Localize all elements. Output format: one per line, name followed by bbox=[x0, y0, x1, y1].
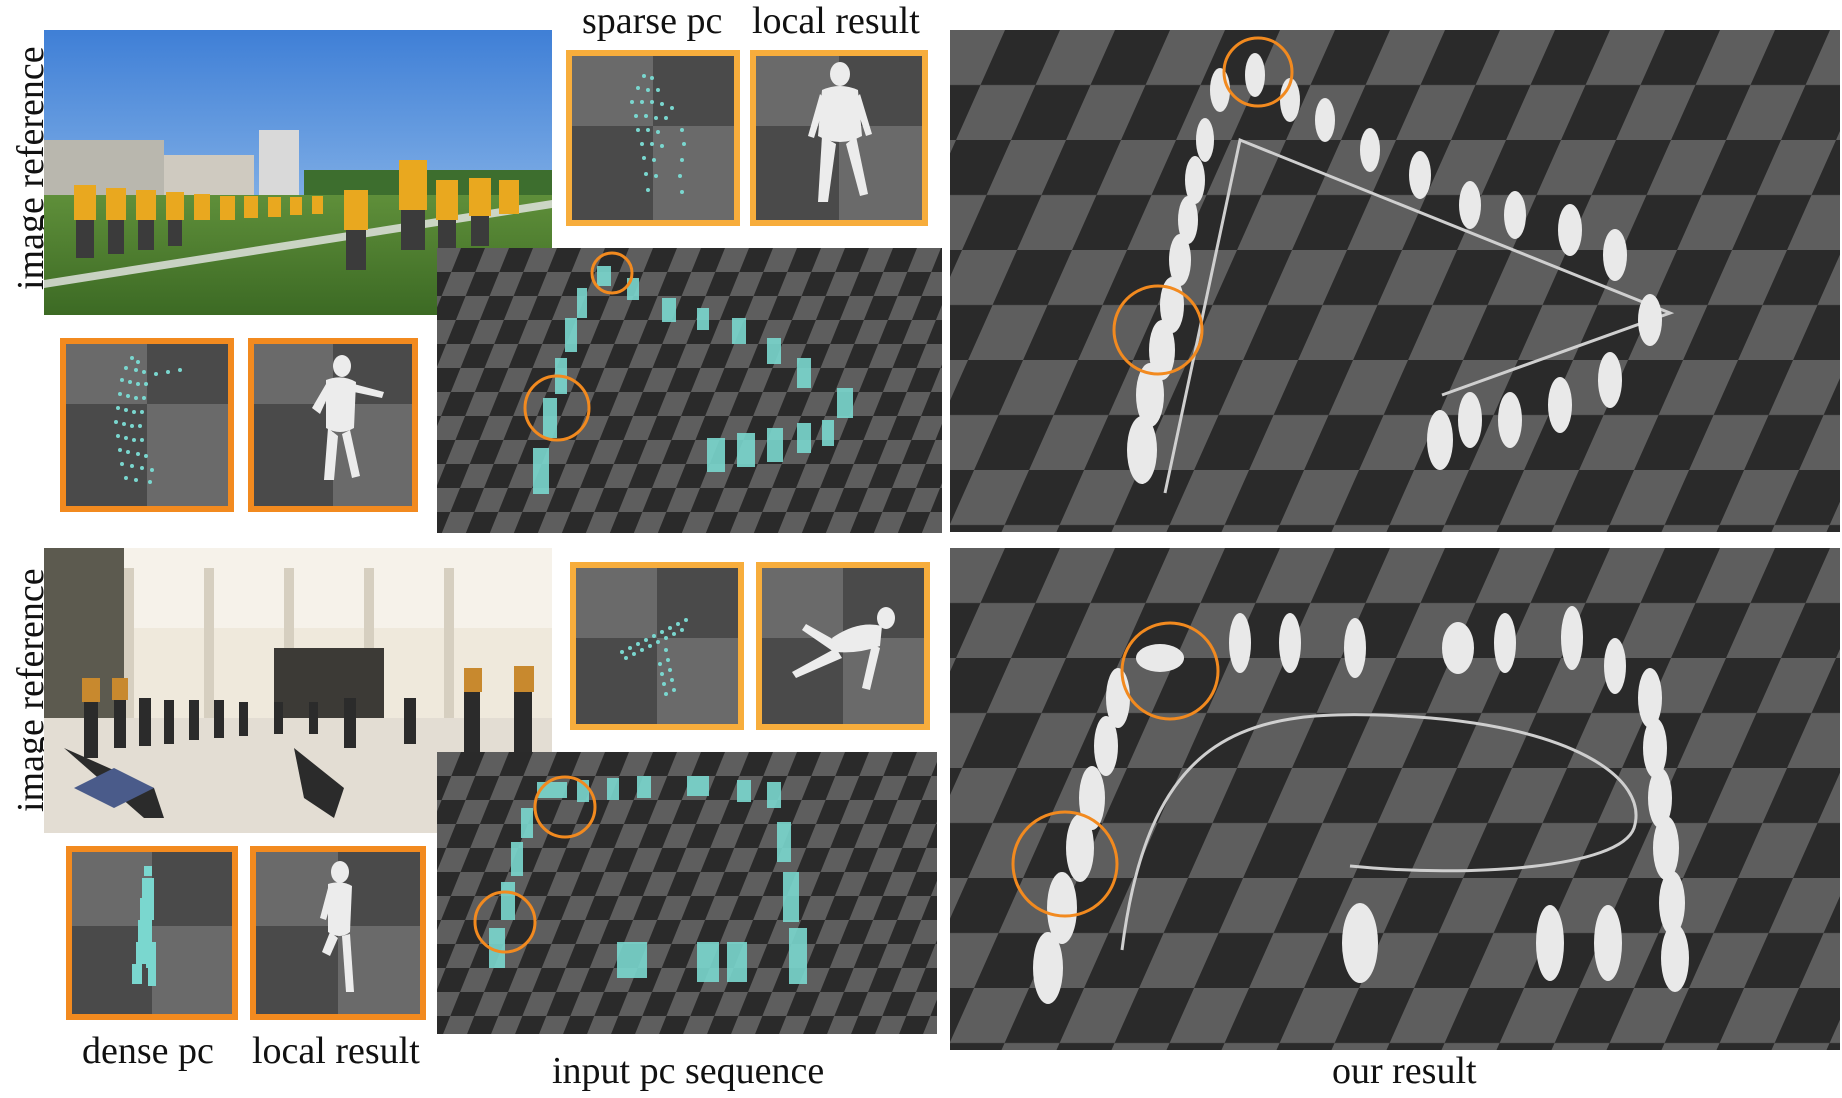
highlight-circle-result-top-a bbox=[1222, 36, 1294, 108]
local-result-label-bottom: local result bbox=[252, 1030, 420, 1072]
body-meshes-top bbox=[1127, 53, 1662, 484]
highlight-circle-pc-bottom-b bbox=[473, 890, 537, 954]
local-result-panel-top bbox=[750, 50, 928, 226]
body-mesh-bottom-left bbox=[320, 861, 354, 992]
dense-pc-panel bbox=[66, 846, 238, 1020]
highlight-circle-result-top-b bbox=[1112, 284, 1204, 376]
trajectory-line-top bbox=[1163, 137, 1675, 494]
local-result-panel-bottom-left bbox=[250, 846, 426, 1020]
body-meshes-bottom bbox=[1033, 606, 1689, 1004]
body-mesh-bottom-middle bbox=[792, 607, 895, 690]
input-pc-sequence-bottom bbox=[437, 752, 937, 1034]
highlight-circle-pc-top-a bbox=[590, 251, 634, 295]
point-cloud-panel-top-left bbox=[60, 338, 234, 512]
image-reference-photo-indoor bbox=[44, 548, 552, 833]
our-result-top bbox=[950, 30, 1840, 532]
dense-pc-label: dense pc bbox=[82, 1030, 214, 1072]
highlight-circle-result-bottom-b bbox=[1011, 810, 1119, 918]
dense-point-cloud bbox=[132, 866, 156, 986]
point-cloud-panel-bottom-middle bbox=[570, 562, 744, 730]
point-cloud-bottom-middle bbox=[620, 618, 688, 696]
highlight-circle-pc-bottom-a bbox=[533, 775, 597, 839]
sparse-pc-label: sparse pc bbox=[582, 0, 723, 42]
point-cloud-top-left bbox=[114, 356, 182, 484]
sparse-pc-panel bbox=[566, 50, 740, 226]
input-pc-sequence-top bbox=[437, 248, 942, 533]
trajectory-line-bottom bbox=[1120, 713, 1638, 951]
local-result-label-top: local result bbox=[752, 0, 920, 42]
body-mesh-top-left bbox=[312, 355, 384, 480]
input-pc-sequence-label: input pc sequence bbox=[552, 1050, 825, 1092]
highlight-circle-result-bottom-a bbox=[1120, 621, 1220, 721]
local-result-panel-top-left bbox=[248, 338, 418, 512]
highlight-circle-pc-top-b bbox=[523, 374, 591, 442]
our-result-label: our result bbox=[1332, 1050, 1477, 1092]
our-result-bottom bbox=[950, 548, 1840, 1050]
sparse-point-cloud bbox=[630, 74, 686, 194]
body-mesh-local-top bbox=[808, 62, 872, 202]
local-result-panel-bottom-middle bbox=[756, 562, 930, 730]
